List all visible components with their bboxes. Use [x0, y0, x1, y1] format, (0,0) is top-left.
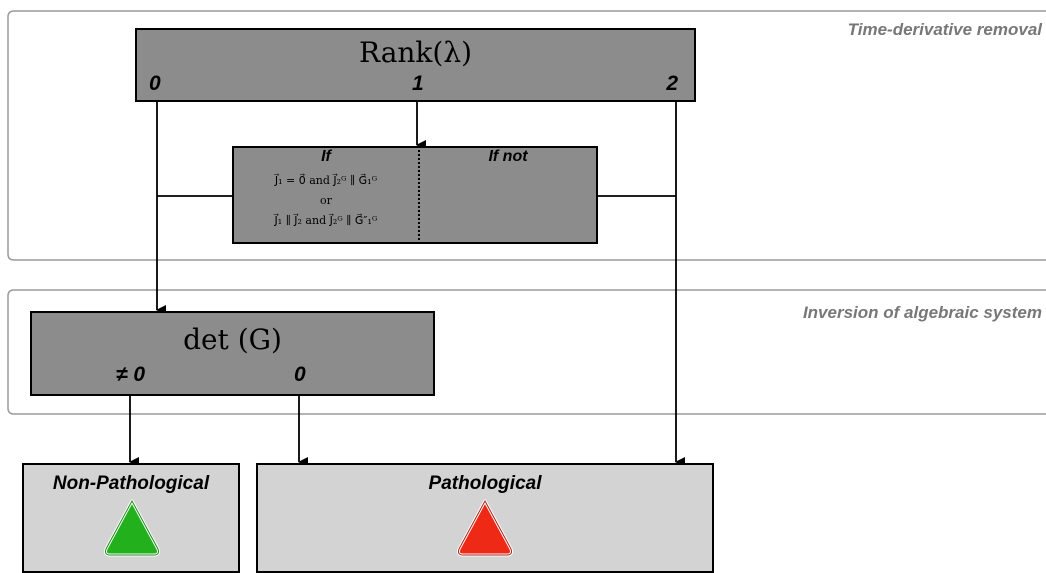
rank-box: Rank(λ) 0 1 2 [135, 28, 696, 102]
non-pathological-label: Non-Pathological [52, 473, 210, 494]
section-frame-time-derivative [7, 10, 1046, 261]
section-label-inversion: Inversion of algebraic system [802, 303, 1042, 322]
section-label-time-derivative: Time-derivative removal [847, 20, 1042, 39]
det-title: det (G) [183, 323, 282, 356]
condition-line-2: J⃗₁ ∥ J⃗₂ and J⃗₂ᴳ ∥ G⃗″₁ᴳ [274, 214, 378, 227]
det-branch-nonzero: ≠ 0 [116, 363, 146, 386]
pathological-label: Pathological [428, 473, 542, 494]
condition-box: If If not J⃗₁ = 0⃗ and J⃗₂ᴳ ∥ G⃗₁ᴳ or J⃗… [232, 146, 598, 244]
warning-triangle-red-icon [457, 499, 513, 557]
det-box: det (G) ≠ 0 0 [30, 311, 435, 396]
condition-or: or [320, 194, 332, 207]
rank-branch-1: 1 [412, 72, 424, 95]
condition-divider [418, 150, 420, 240]
condition-if-not-label: If not [488, 148, 528, 165]
section-frame-inversion [7, 289, 1046, 415]
rank-branch-0: 0 [149, 72, 161, 95]
det-branch-zero: 0 [294, 363, 306, 386]
non-pathological-box: Non-Pathological [22, 463, 240, 573]
pathological-box: Pathological [256, 463, 714, 573]
warning-triangle-green-icon [104, 499, 160, 557]
rank-branch-2: 2 [666, 72, 678, 95]
condition-line-1: J⃗₁ = 0⃗ and J⃗₂ᴳ ∥ G⃗₁ᴳ [274, 174, 378, 187]
rank-title: Rank(λ) [358, 36, 472, 69]
condition-if-label: If [321, 148, 331, 165]
